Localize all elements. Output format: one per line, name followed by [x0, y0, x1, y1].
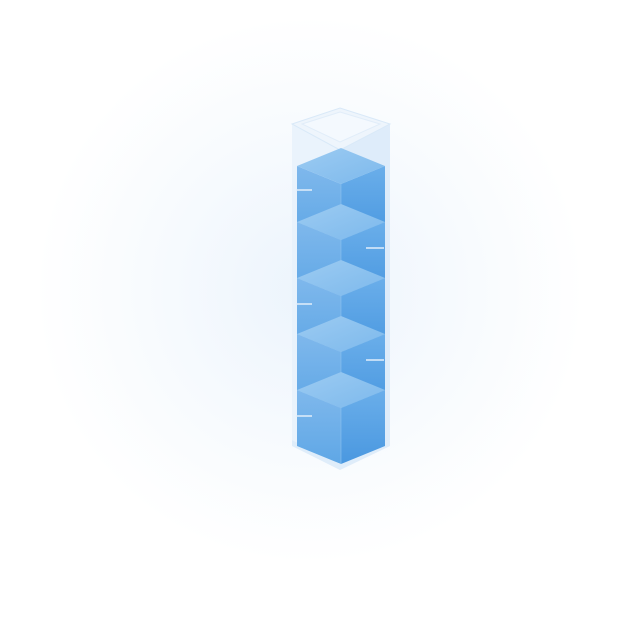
side-ticks: [296, 189, 384, 417]
cube: [297, 372, 385, 464]
cube-stack: [297, 148, 385, 464]
